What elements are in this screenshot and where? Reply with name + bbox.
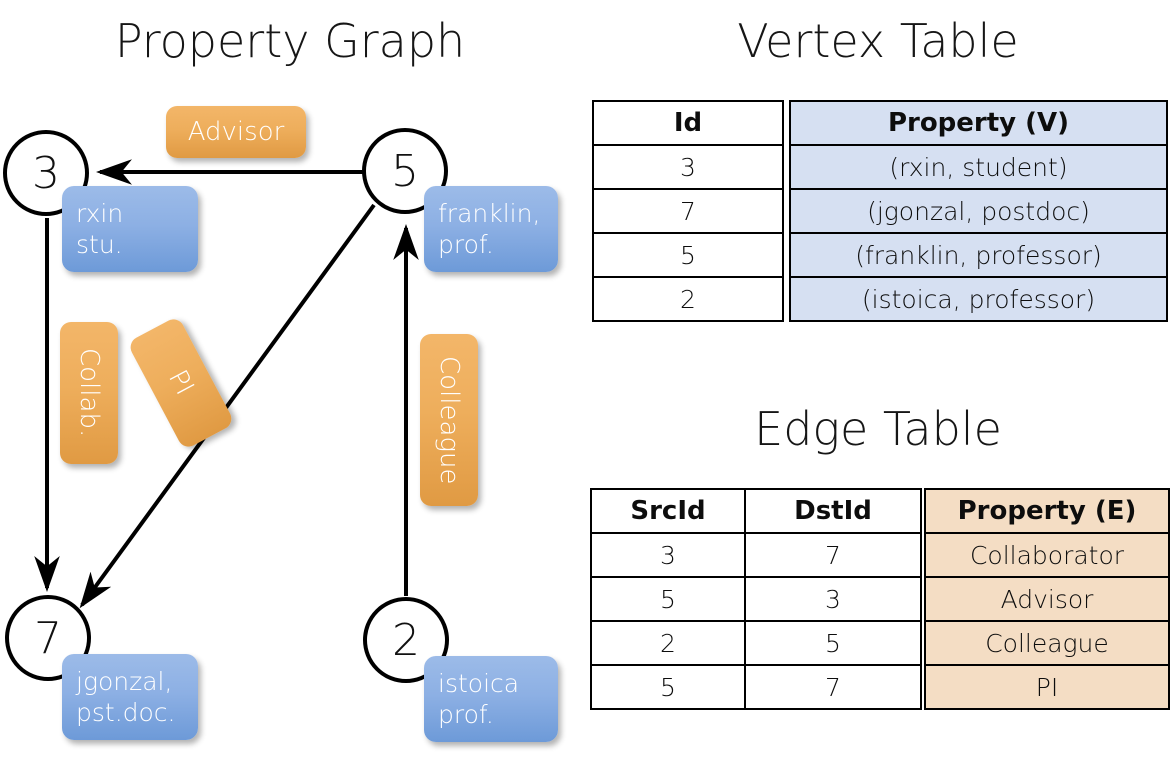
edge-table-header-property: Property (E) bbox=[924, 488, 1170, 534]
node-property-line-2: pst.doc. bbox=[76, 698, 176, 727]
table-row[interactable]: 5 7 PI bbox=[590, 664, 1170, 710]
vertex-id-cell: 2 bbox=[592, 276, 784, 322]
table-row[interactable]: 2 (istoica, professor) bbox=[592, 276, 1168, 322]
edge-dst-cell: 7 bbox=[744, 532, 922, 578]
vertex-property-cell: (rxin, student) bbox=[789, 144, 1168, 190]
edge-label-colleague-text: Colleague bbox=[434, 355, 464, 485]
vertex-property-cell: (istoica, professor) bbox=[789, 276, 1168, 322]
column-divider bbox=[783, 101, 790, 145]
vertex-id-cell: 5 bbox=[592, 232, 784, 278]
node-property-box-rxin[interactable]: rxin stu. bbox=[62, 186, 198, 272]
column-divider bbox=[921, 577, 925, 621]
column-divider bbox=[783, 189, 790, 233]
table-row[interactable]: 5 3 Advisor bbox=[590, 576, 1170, 622]
edge-label-advisor-text: Advisor bbox=[187, 117, 285, 147]
table-row[interactable]: 7 (jgonzal, postdoc) bbox=[592, 188, 1168, 234]
table-row[interactable]: 3 (rxin, student) bbox=[592, 144, 1168, 190]
edge-dst-cell: 5 bbox=[744, 620, 922, 666]
vertex-property-cell: (franklin, professor) bbox=[789, 232, 1168, 278]
edge-label-collab[interactable]: Collab. bbox=[60, 322, 118, 464]
column-divider bbox=[783, 145, 790, 189]
graph-node-5[interactable]: 5 bbox=[362, 128, 448, 214]
graph-node-2-label: 2 bbox=[392, 614, 420, 666]
vertex-table-header-property: Property (V) bbox=[789, 100, 1168, 146]
page-title-vertex-table: Vertex Table bbox=[737, 14, 1019, 68]
vertex-table: Id Property (V) 3 (rxin, student) 7 (jgo… bbox=[592, 100, 1168, 322]
edge-dst-cell: 7 bbox=[744, 664, 922, 710]
table-row[interactable]: 3 7 Collaborator bbox=[590, 532, 1170, 578]
edge-label-pi-text: PI bbox=[162, 365, 200, 401]
node-property-line-1: istoica bbox=[438, 669, 520, 698]
edge-property-cell: Advisor bbox=[924, 576, 1170, 622]
edge-table-header-row: SrcId DstId Property (E) bbox=[590, 488, 1170, 534]
table-row[interactable]: 5 (franklin, professor) bbox=[592, 232, 1168, 278]
table-row[interactable]: 2 5 Colleague bbox=[590, 620, 1170, 666]
node-property-line-1: franklin, bbox=[438, 199, 541, 228]
node-property-line-2: prof. bbox=[438, 230, 494, 259]
edge-dst-cell: 3 bbox=[744, 576, 922, 622]
edge-property-cell: Collaborator bbox=[924, 532, 1170, 578]
edge-table-header-dstid: DstId bbox=[744, 488, 922, 534]
node-property-line-1: rxin bbox=[76, 199, 124, 228]
graph-edges-layer bbox=[34, 159, 419, 609]
column-divider bbox=[783, 233, 790, 277]
edge-src-cell: 5 bbox=[590, 576, 746, 622]
edge-label-collab-text: Collab. bbox=[74, 348, 104, 438]
node-property-line-2: stu. bbox=[76, 230, 123, 259]
property-graph-panel: Property Graph 3 5 7 2 rxin stu. frankli… bbox=[0, 0, 580, 760]
edge-label-colleague[interactable]: Colleague bbox=[420, 334, 478, 506]
edge-src-cell: 5 bbox=[590, 664, 746, 710]
vertex-id-cell: 7 bbox=[592, 188, 784, 234]
edge-table-header-srcid: SrcId bbox=[590, 488, 746, 534]
edge-src-cell: 3 bbox=[590, 532, 746, 578]
vertex-id-cell: 3 bbox=[592, 144, 784, 190]
graph-node-3-label: 3 bbox=[32, 147, 60, 199]
vertex-table-header-row: Id Property (V) bbox=[592, 100, 1168, 146]
column-divider bbox=[921, 665, 925, 709]
node-property-box-istoica[interactable]: istoica prof. bbox=[424, 656, 558, 742]
graph-node-5-label: 5 bbox=[391, 145, 419, 197]
node-property-line-1: jgonzal, bbox=[76, 667, 173, 696]
column-divider bbox=[921, 621, 925, 665]
edge-5-to-7 bbox=[79, 203, 376, 609]
vertex-property-cell: (jgonzal, postdoc) bbox=[789, 188, 1168, 234]
edge-property-cell: PI bbox=[924, 664, 1170, 710]
graph-node-7-label: 7 bbox=[34, 612, 62, 664]
graph-node-2[interactable]: 2 bbox=[363, 597, 449, 683]
node-property-line-2: prof. bbox=[438, 700, 494, 729]
vertex-table-header-id: Id bbox=[592, 100, 784, 146]
column-divider bbox=[783, 277, 790, 321]
page-title-edge-table: Edge Table bbox=[754, 402, 1002, 456]
edge-property-cell: Colleague bbox=[924, 620, 1170, 666]
edge-label-advisor[interactable]: Advisor bbox=[166, 106, 306, 158]
page-title-property-graph: Property Graph bbox=[114, 14, 466, 68]
node-property-box-franklin[interactable]: franklin, prof. bbox=[424, 186, 558, 272]
edge-table: SrcId DstId Property (E) 3 7 Collaborato… bbox=[590, 488, 1170, 710]
column-divider bbox=[921, 489, 925, 533]
edge-src-cell: 2 bbox=[590, 620, 746, 666]
node-property-box-jgonzal[interactable]: jgonzal, pst.doc. bbox=[62, 654, 198, 740]
column-divider bbox=[921, 533, 925, 577]
